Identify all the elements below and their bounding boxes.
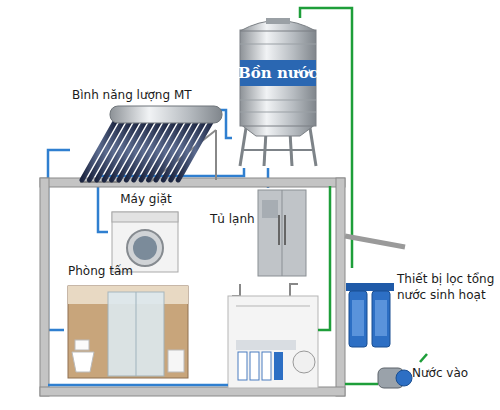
water-tank: Bồn nước bbox=[232, 18, 324, 168]
supply-pipe bbox=[318, 186, 330, 330]
node-label: Thiết bị lọc tổng nước sinh hoạt bbox=[397, 272, 497, 303]
node-label: Nước vào bbox=[412, 366, 482, 382]
fridge: Tủ lạnh bbox=[208, 188, 308, 278]
sink-purifier-illustration bbox=[228, 284, 318, 388]
filter-illustration bbox=[346, 283, 394, 347]
vacuum-tube bbox=[178, 120, 212, 180]
node-label: Phòng tấm bbox=[68, 264, 188, 280]
vacuum-tube bbox=[171, 120, 205, 180]
pump-illustration bbox=[345, 368, 412, 388]
tank-illustration bbox=[240, 18, 316, 166]
solar-illustration bbox=[80, 106, 222, 182]
main-filter: Thiết bị lọc tổng nước sinh hoạt bbox=[345, 268, 495, 354]
bathroom: Phòng tấm bbox=[64, 262, 194, 382]
solar-heater: Bình năng lượng MT bbox=[70, 88, 220, 188]
drain-pipe bbox=[345, 236, 405, 247]
bathroom-illustration bbox=[68, 286, 188, 378]
water-pipe bbox=[420, 354, 427, 362]
house-frame bbox=[40, 178, 405, 396]
water-pipe bbox=[48, 150, 70, 330]
node-label: Bồn nước bbox=[232, 64, 324, 84]
vacuum-tube bbox=[163, 120, 197, 180]
node-label: Máy giặt bbox=[108, 192, 184, 208]
washing-machine: Máy giặt bbox=[108, 192, 184, 272]
washing-machine-illustration bbox=[112, 212, 178, 272]
floor-pipe bbox=[48, 384, 228, 387]
node-label: Bình năng lượng MT bbox=[72, 88, 232, 104]
pump: Nước vào bbox=[372, 362, 482, 394]
fridge-illustration bbox=[258, 190, 306, 276]
node-label: Tủ lạnh bbox=[210, 212, 270, 228]
